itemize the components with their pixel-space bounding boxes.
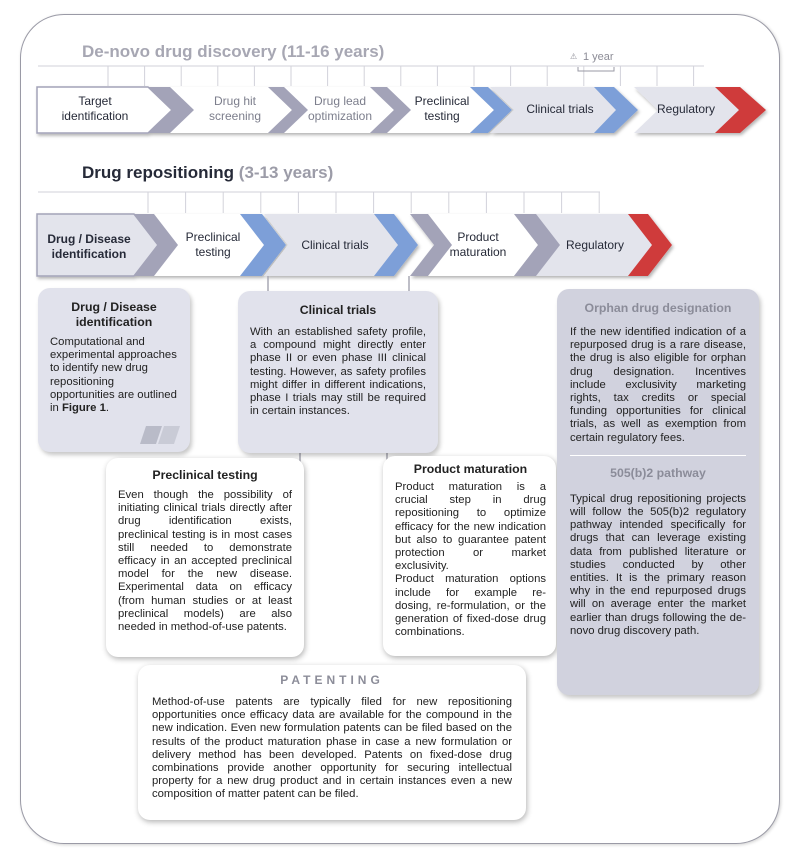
card-regulatory-info: Orphan drug designation If the new ident… bbox=[557, 289, 759, 695]
repo-label-regulatory: Regulatory bbox=[566, 238, 624, 252]
denovo-hit-connector bbox=[268, 87, 308, 133]
card-drug-disease-title: Drug / Disease identification bbox=[71, 300, 157, 329]
denovo-label-lead-l2: optimization bbox=[308, 109, 372, 123]
denovo-target-connector bbox=[148, 87, 194, 133]
denovo-stage-preclinical bbox=[385, 87, 494, 133]
warning-triangle-icon: ⚠ bbox=[570, 52, 577, 61]
card-drug-disease-figure-ref: Figure 1 bbox=[61, 402, 106, 415]
repo-drug-disease-connector bbox=[134, 214, 178, 276]
card-clinical-body: With an established safety profile, a co… bbox=[250, 326, 426, 418]
denovo-regulatory-red-tip bbox=[715, 87, 766, 133]
denovo-label-regulatory: Regulatory bbox=[657, 102, 715, 116]
denovo-label-target-l2: identification bbox=[62, 109, 129, 123]
card-corner-decoration bbox=[140, 426, 180, 444]
card-pathway-title: 505(b)2 pathway bbox=[610, 465, 706, 480]
card-patenting-body: Method-of-use patents are typically file… bbox=[152, 696, 512, 801]
card-corner-shape-2 bbox=[158, 426, 180, 444]
repo-clinical-connector bbox=[410, 214, 452, 276]
card-product-maturation: Product maturation Product maturation is… bbox=[383, 456, 556, 656]
denovo-stage-hit bbox=[168, 87, 292, 133]
card-corner-shape-1 bbox=[140, 426, 162, 444]
card-maturation-body-1: Product maturation is a crucial step in … bbox=[395, 481, 546, 573]
one-year-label: 1 year bbox=[583, 51, 614, 63]
card-patenting: PATENTING Method-of-use patents are typi… bbox=[138, 665, 526, 820]
denovo-preclinical-blue-tip bbox=[470, 87, 512, 133]
repositioning-title-main: Drug repositioning bbox=[82, 163, 235, 182]
one-year-scale: ⚠ 1 year bbox=[570, 51, 615, 72]
card-preclinical-title: Preclinical testing bbox=[152, 468, 258, 482]
denovo-label-hit-l2: screening bbox=[209, 109, 261, 123]
repositioning-title-years: (3-13 years) bbox=[238, 163, 334, 182]
card-drug-disease-body: Computational and experimental approache… bbox=[50, 336, 178, 415]
denovo-stage-clinical-trials bbox=[490, 87, 636, 133]
repo-stage-maturation bbox=[410, 214, 538, 276]
process-diagram: ⚠ 1 year Target identification Drug hit … bbox=[36, 51, 766, 292]
denovo-clinical-blue-tip bbox=[594, 87, 638, 133]
denovo-label-lead-l1: Drug lead bbox=[314, 94, 366, 108]
card-drug-disease-period: . bbox=[105, 402, 110, 415]
denovo-label-hit-l1: Drug hit bbox=[214, 94, 257, 108]
repo-clinical-blue-tip bbox=[374, 214, 418, 276]
one-year-bracket bbox=[577, 67, 615, 72]
repositioning-title: Drug repositioning (3-13 years) bbox=[82, 163, 333, 183]
repo-label-maturation-l2: maturation bbox=[450, 245, 507, 259]
repo-label-maturation-l1: Product bbox=[457, 230, 499, 244]
card-preclinical-body: Even though the possibility of initiatin… bbox=[118, 489, 292, 634]
card-drug-disease-identification: Drug / Disease identification Computatio… bbox=[38, 288, 190, 452]
repo-stage-clinical bbox=[264, 214, 416, 276]
repo-label-clinical: Clinical trials bbox=[301, 238, 368, 252]
card-clinical-title: Clinical trials bbox=[299, 303, 377, 317]
denovo-stage-lead bbox=[282, 87, 394, 133]
card-divider bbox=[570, 454, 746, 456]
repo-label-preclinical-l2: testing bbox=[195, 245, 230, 259]
card-orphan-body: If the new identified indication of a re… bbox=[570, 326, 746, 444]
repo-maturation-connector bbox=[514, 214, 560, 276]
repo-label-drug-disease-l2: identification bbox=[52, 247, 127, 261]
repo-stage-regulatory bbox=[534, 214, 672, 276]
denovo-label-target-l1: Target bbox=[78, 94, 112, 108]
card-patenting-title: PATENTING bbox=[280, 673, 384, 687]
card-preclinical-testing: Preclinical testing Even though the poss… bbox=[106, 458, 304, 657]
repo-stage-preclinical bbox=[150, 214, 268, 276]
repo-preclinical-blue-tip bbox=[240, 214, 286, 276]
repo-label-drug-disease-l1: Drug / Disease bbox=[47, 232, 131, 246]
card-clinical-trials: Clinical trials With an established safe… bbox=[238, 291, 438, 453]
card-drug-disease-text: Computational and experimental approache… bbox=[50, 336, 177, 415]
card-maturation-title: Product maturation bbox=[413, 462, 528, 476]
denovo-label-clinical: Clinical trials bbox=[526, 102, 593, 116]
card-pathway-body: Typical drug repositioning projects will… bbox=[570, 492, 746, 637]
denovo-title: De-novo drug discovery (11-16 years) bbox=[82, 42, 385, 61]
denovo-label-preclinical-l2: testing bbox=[424, 109, 459, 123]
card-maturation-body-2: Product maturation options include for e… bbox=[395, 573, 546, 639]
repo-label-preclinical-l1: Preclinical bbox=[186, 230, 241, 244]
denovo-lead-connector bbox=[370, 87, 411, 133]
denovo-label-preclinical-l1: Preclinical bbox=[415, 94, 470, 108]
repo-regulatory-red-tip bbox=[628, 214, 672, 276]
card-orphan-title: Orphan drug designation bbox=[584, 301, 732, 315]
